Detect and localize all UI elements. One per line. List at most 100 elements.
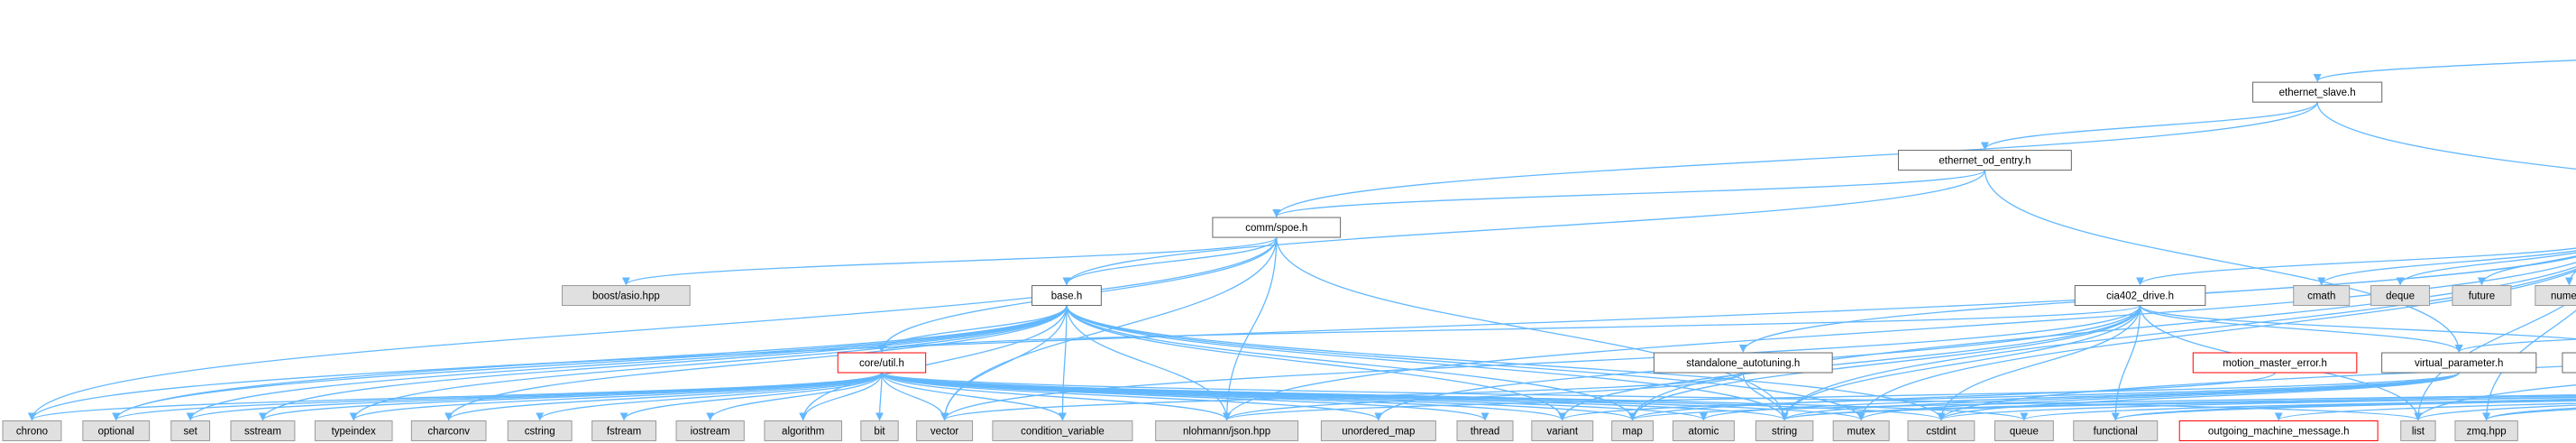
edge-comm-spoe-to-base-h bbox=[1062, 236, 1278, 286]
node-box bbox=[2562, 352, 2576, 374]
node-thread[interactable]: thread bbox=[1456, 420, 1514, 441]
node-bit[interactable]: bit bbox=[860, 420, 899, 441]
node-typeindex[interactable]: typeindex bbox=[314, 420, 393, 441]
edge-core-util-to-unordered-map bbox=[881, 372, 1383, 421]
node-functional[interactable]: functional bbox=[2073, 420, 2159, 441]
edge-core-util-to-typeindex bbox=[349, 372, 883, 421]
node-box bbox=[2381, 352, 2537, 374]
node-chrono[interactable]: chrono bbox=[2, 420, 62, 441]
edge-comm-spoe-to-boost-asio bbox=[622, 236, 1278, 286]
node-standalone[interactable]: standalone_autotuning.h bbox=[1653, 352, 1833, 374]
node-core-util[interactable]: core/util.h bbox=[837, 352, 927, 374]
edge-virtual-device-to-zmq bbox=[2482, 407, 2576, 421]
node-iostream[interactable]: iostream bbox=[675, 420, 745, 441]
node-boost-asio[interactable]: boost/asio.hpp bbox=[562, 285, 691, 307]
node-comm-spoe[interactable]: comm/spoe.h bbox=[1212, 217, 1342, 238]
edge-cia402-to-variant bbox=[1558, 305, 2141, 421]
node-base-h[interactable]: base.h bbox=[1031, 285, 1102, 307]
node-box bbox=[2073, 420, 2159, 441]
edge-cia402-to-core-util bbox=[877, 304, 2141, 353]
node-box bbox=[1320, 420, 1436, 441]
node-cstdint[interactable]: cstdint bbox=[1907, 420, 1976, 441]
node-sstream[interactable]: sstream bbox=[230, 420, 296, 441]
node-label: motion_master_error.h bbox=[2223, 358, 2327, 369]
node-box bbox=[1611, 420, 1654, 441]
edge-util-h-to-cmath bbox=[2317, 250, 2576, 286]
node-label: algorithm bbox=[782, 426, 824, 437]
node-box bbox=[2192, 352, 2358, 374]
node-numeric[interactable]: numeric bbox=[2535, 285, 2576, 307]
node-outgoing[interactable]: outgoing_machine_message.h bbox=[2178, 420, 2379, 441]
node-mutex[interactable]: mutex bbox=[1832, 420, 1890, 441]
edge-base-h-to-typeindex bbox=[349, 305, 1068, 421]
node-label: boost/asio.hpp bbox=[592, 291, 660, 302]
node-algorithm[interactable]: algorithm bbox=[764, 420, 843, 441]
node-box bbox=[507, 420, 573, 441]
node-label: nlohmann/json.hpp bbox=[1183, 426, 1270, 437]
node-ethernet-slave-h[interactable]: ethernet_slave.h bbox=[2252, 81, 2383, 103]
edge-virtual-device-to-functional bbox=[2112, 398, 2576, 421]
node-label: base.h bbox=[1051, 291, 1083, 302]
node-box bbox=[1531, 420, 1594, 441]
edge-base-h-to-set bbox=[186, 305, 1068, 421]
edge-core-util-to-json bbox=[881, 372, 1232, 421]
node-variant[interactable]: variant bbox=[1531, 420, 1594, 441]
node-future[interactable]: future bbox=[2452, 285, 2512, 307]
node-fstream[interactable]: fstream bbox=[591, 420, 656, 441]
node-virtual-param[interactable]: virtual_parameter.h bbox=[2381, 352, 2537, 374]
node-condvar[interactable]: condition_variable bbox=[992, 420, 1133, 441]
node-box bbox=[2400, 420, 2436, 441]
edge-cia402-to-functional bbox=[2111, 305, 2141, 421]
edge-notifier-to-string bbox=[1781, 397, 2576, 421]
node-json[interactable]: nlohmann/json.hpp bbox=[1155, 420, 1299, 441]
node-label: condition_variable bbox=[1021, 426, 1105, 437]
dependency-edges bbox=[28, 60, 2576, 421]
edge-virtual-param-to-mutex bbox=[1856, 372, 2460, 421]
node-charconv[interactable]: charconv bbox=[410, 420, 487, 441]
edge-core-util-to-fstream bbox=[619, 372, 883, 421]
node-list[interactable]: list bbox=[2400, 420, 2436, 441]
node-zmq[interactable]: zmq.hpp bbox=[2454, 420, 2518, 441]
edge-core-util-to-map bbox=[881, 372, 1636, 421]
edge-notifier-to-outgoing bbox=[2275, 402, 2576, 421]
edge-util-h-to-deque bbox=[2396, 252, 2576, 286]
edge-util-h-to-future bbox=[2477, 255, 2576, 286]
node-mm-error[interactable]: motion_master_error.h bbox=[2192, 352, 2358, 374]
edge-base-h-to-cstdint bbox=[1066, 305, 1946, 421]
node-vector[interactable]: vector bbox=[916, 420, 974, 441]
node-box bbox=[2454, 420, 2518, 441]
edge-core-util-to-set bbox=[186, 372, 883, 421]
node-string[interactable]: string bbox=[1755, 420, 1814, 441]
edge-core-util-to-condvar bbox=[881, 372, 1067, 421]
edge-util-h-to-map bbox=[1628, 265, 2576, 421]
node-label: map bbox=[1622, 426, 1642, 437]
node-cstring[interactable]: cstring bbox=[507, 420, 573, 441]
edge-ethercat-slave-to-virtual-param bbox=[2455, 338, 2576, 353]
edge-ethernet-od-entry-to-comm-spoe bbox=[1272, 170, 1986, 217]
node-atomic[interactable]: atomic bbox=[1672, 420, 1735, 441]
edge-standalone-to-vector bbox=[940, 372, 1744, 421]
node-label: unordered_map bbox=[1342, 426, 1415, 437]
node-box bbox=[764, 420, 843, 441]
node-ethernet-od-entry[interactable]: ethernet_od_entry.h bbox=[1897, 150, 2072, 171]
node-map[interactable]: map bbox=[1611, 420, 1654, 441]
node-label: core/util.h bbox=[859, 358, 904, 369]
node-set[interactable]: set bbox=[170, 420, 211, 441]
node-dict-symbols[interactable]: dictionary_symbols.h bbox=[2562, 352, 2576, 374]
node-box bbox=[2252, 81, 2383, 103]
edge-ethernet-slave-h-to-ethernet-od-entry bbox=[1980, 101, 2318, 151]
node-box bbox=[2370, 285, 2431, 307]
node-cia402[interactable]: cia402_drive.h bbox=[2074, 285, 2206, 307]
node-unordered-map[interactable]: unordered_map bbox=[1320, 420, 1436, 441]
edge-util-h-to-numeric bbox=[2564, 270, 2576, 286]
node-queue[interactable]: queue bbox=[1994, 420, 2054, 441]
node-label: cstdint bbox=[1926, 426, 1957, 437]
node-cmath[interactable]: cmath bbox=[2293, 285, 2351, 307]
node-box bbox=[1456, 420, 1514, 441]
node-deque[interactable]: deque bbox=[2370, 285, 2431, 307]
node-label: bit bbox=[874, 426, 885, 437]
node-box bbox=[1672, 420, 1735, 441]
node-optional[interactable]: optional bbox=[82, 420, 151, 441]
node-label: optional bbox=[98, 426, 134, 437]
edge-core-util-to-optional bbox=[112, 372, 883, 421]
